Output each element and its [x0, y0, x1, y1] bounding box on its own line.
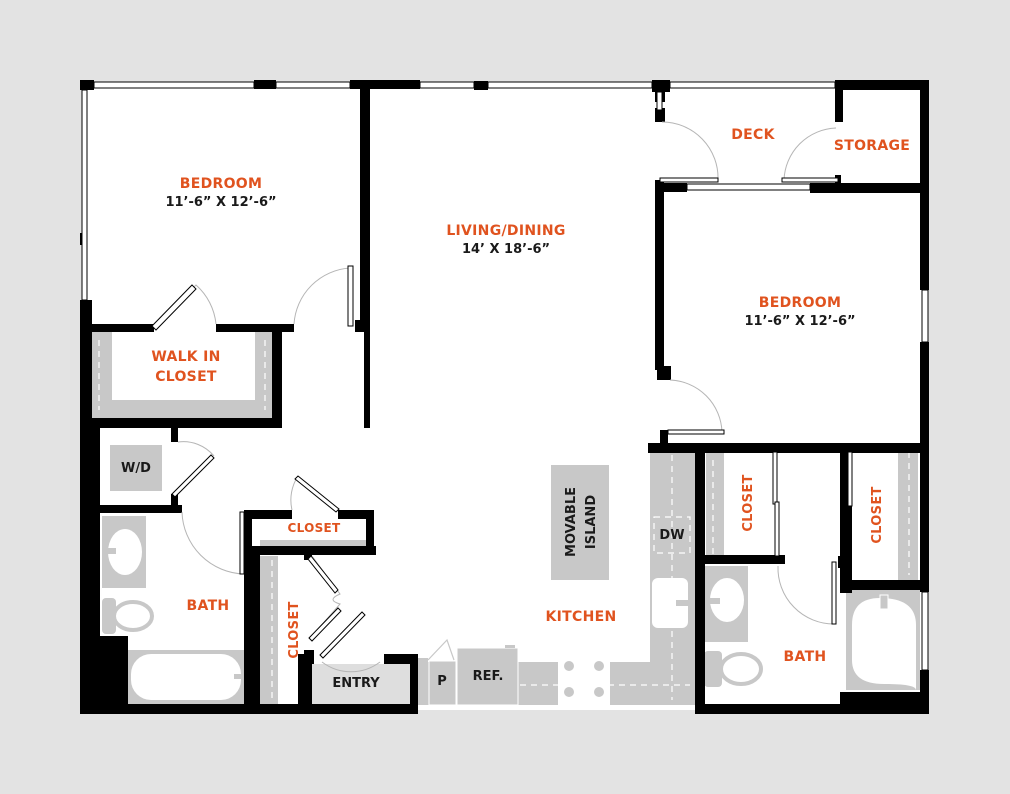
window: [921, 591, 929, 671]
window: [669, 81, 836, 89]
bedroom-2-closet-b-label: CLOSET: [870, 486, 885, 543]
window: [419, 81, 475, 89]
door[interactable]: [347, 265, 354, 327]
bedroom-2-closet-a-label: CLOSET: [741, 474, 756, 531]
bath-1-toilet-tank: [102, 598, 116, 634]
bath-1-toilet-icon: [112, 600, 154, 632]
hall-closet-label: CLOSET: [287, 521, 341, 535]
island-label-line1: MOVABLE: [564, 487, 579, 557]
island-label-line2: ISLAND: [584, 495, 599, 549]
door[interactable]: [294, 475, 340, 513]
walls: [80, 80, 929, 714]
bath-1-tub-basin: [131, 654, 241, 700]
dishwasher-label: DW: [659, 528, 684, 543]
bedroom-2-dimensions: 11’-6” X 12’-6”: [744, 314, 855, 329]
walk-in-closet-label-line2: CLOSET: [155, 369, 217, 385]
storage-label: STORAGE: [834, 138, 910, 154]
door[interactable]: [171, 454, 215, 498]
bath-2-label: BATH: [784, 649, 827, 665]
appliances: [418, 638, 519, 706]
refrigerator: [456, 647, 519, 706]
window: [487, 81, 653, 89]
door[interactable]: [774, 501, 780, 557]
living-dining-label: LIVING/DINING: [446, 223, 565, 239]
door[interactable]: [831, 561, 837, 625]
bedroom-2-closet-b-shelf: [898, 450, 918, 580]
walk-in-closet-shelf: [92, 332, 272, 418]
toilets: [112, 600, 763, 686]
hall-closet-shelf: [260, 540, 366, 550]
bedroom-2-closet-a-shelf: [706, 452, 724, 558]
pantry: [428, 660, 457, 706]
door[interactable]: [308, 607, 342, 642]
window: [686, 183, 811, 191]
pantry-label: P: [437, 674, 447, 689]
movable-island: [551, 465, 609, 580]
bath-2-sink-icon: [710, 578, 744, 622]
kitchen-label: KITCHEN: [546, 609, 617, 625]
bedroom-2-label: BEDROOM: [759, 295, 841, 311]
bath-2-toilet-icon: [719, 652, 763, 686]
bedroom-1-label: BEDROOM: [180, 176, 262, 192]
window: [81, 89, 88, 301]
refrigerator-label: REF.: [473, 669, 504, 684]
entry-closet-label: CLOSET: [287, 601, 302, 658]
bath-1-sink-icon: [108, 529, 142, 575]
window: [656, 91, 663, 111]
bedroom-1-dimensions: 11’-6” X 12’-6”: [165, 195, 276, 210]
kitchen-sink-icon: [652, 578, 688, 628]
stove-burners: [564, 661, 604, 697]
door[interactable]: [239, 511, 245, 575]
door[interactable]: [772, 451, 778, 505]
bath-2-toilet-tank: [704, 651, 722, 687]
windows: [81, 81, 929, 671]
door[interactable]: [307, 555, 339, 594]
bath-1-label: BATH: [187, 598, 230, 614]
fixture-details: [104, 529, 916, 705]
dashed-lines: [98, 340, 910, 700]
door[interactable]: [667, 429, 725, 435]
door[interactable]: [847, 451, 853, 507]
washer-dryer: [110, 445, 162, 491]
door[interactable]: [319, 611, 366, 659]
window: [921, 289, 929, 343]
window: [275, 81, 351, 89]
deck-label: DECK: [731, 127, 775, 143]
door[interactable]: [151, 284, 197, 331]
entry-closet-shelf: [258, 556, 278, 706]
door-leaves: [151, 177, 853, 659]
living-dining-dimensions: 14’ X 18’-6”: [462, 242, 550, 257]
window: [93, 81, 255, 89]
walk-in-closet-label-line1: WALK IN: [151, 349, 220, 365]
entry-floor: [312, 664, 410, 710]
washer-dryer-label: W/D: [121, 461, 151, 476]
bath-2-shower-basin: [852, 598, 916, 690]
entry-label: ENTRY: [332, 676, 380, 691]
door[interactable]: [781, 177, 839, 183]
door[interactable]: [659, 177, 719, 183]
